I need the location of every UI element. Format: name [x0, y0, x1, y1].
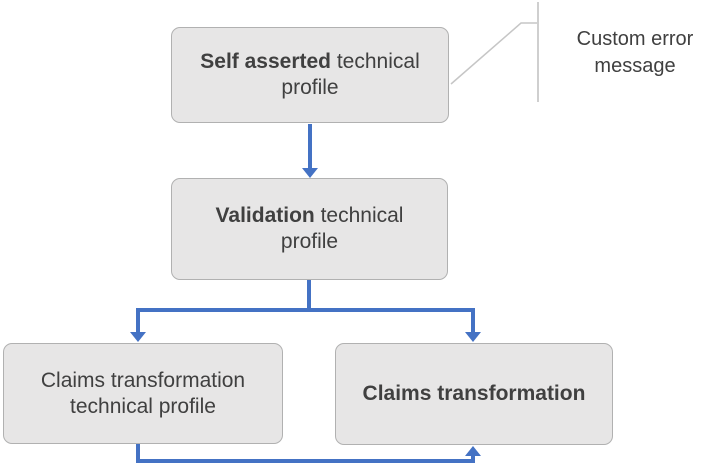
node-label: Self asserted technical profile	[200, 50, 420, 99]
arrow-claims-tp-to-claims-icon	[136, 444, 481, 463]
node-label: Validation technical profile	[215, 204, 404, 253]
callout-leader-line	[450, 2, 539, 102]
node-claims-transformation-technical-profile: Claims transformation technical profile	[3, 343, 283, 444]
node-claims-transformation: Claims transformation	[335, 343, 613, 445]
node-label: Claims transformation technical profile	[40, 368, 246, 418]
node-validation-technical-profile: Validation technical profile	[171, 178, 448, 280]
arrow-self-to-validation-icon	[302, 124, 318, 178]
callout-custom-error-message: Custom error message	[576, 28, 694, 77]
arrow-validation-split-icon	[130, 280, 481, 342]
node-self-asserted-technical-profile: Self asserted technical profile	[171, 27, 449, 123]
node-label: Claims transformation	[362, 382, 586, 405]
